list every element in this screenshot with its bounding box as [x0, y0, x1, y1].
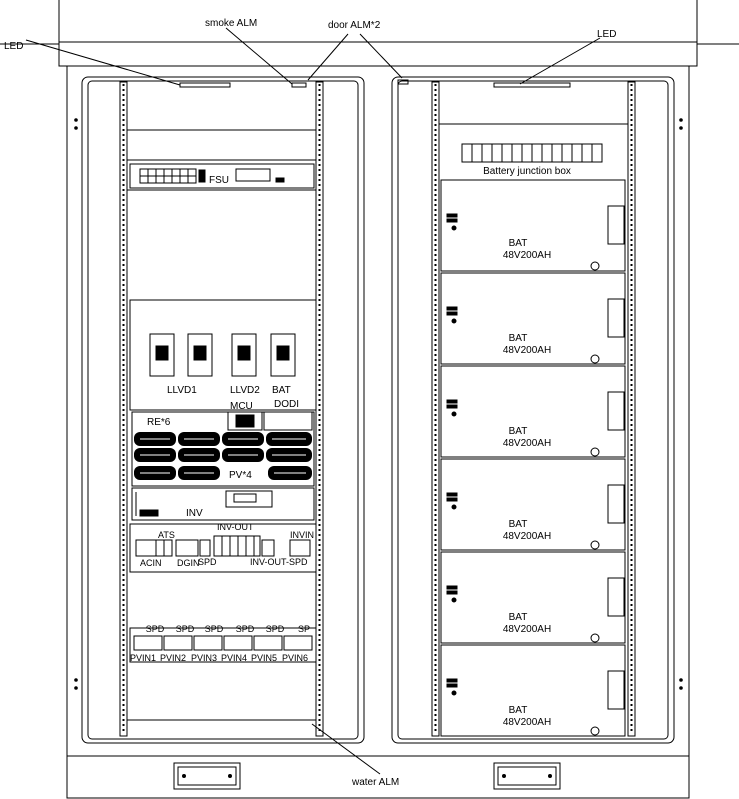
spd-label: SP: [297, 624, 311, 634]
battery-modules: [440, 179, 626, 737]
spd-label: SPD: [265, 624, 285, 634]
cabinet-top-cap: [0, 0, 739, 67]
bat-breaker-label: BAT: [272, 385, 291, 396]
ac-distribution: [129, 523, 317, 573]
right-rack-rails: [431, 81, 636, 737]
llvd1-label: LLVD1: [167, 385, 197, 396]
pvin-label: PVIN6: [281, 653, 309, 663]
battery-spec: 48V200AH: [502, 717, 552, 728]
breaker-panel: [129, 299, 317, 411]
invin-label: INVIN: [290, 530, 315, 540]
battery-spec: 48V200AH: [502, 250, 552, 261]
led-right-label: LED: [597, 29, 617, 40]
pvin-label: PVIN2: [159, 653, 187, 663]
battery-name: BAT: [508, 426, 528, 437]
pvin-label: PVIN4: [220, 653, 248, 663]
cabinet-enclosure: [66, 65, 690, 799]
led-lamps: [179, 79, 571, 88]
llvd2-label: LLVD2: [230, 385, 260, 396]
junction-box-breakers: [461, 143, 603, 163]
pvin-label: PVIN1: [129, 653, 157, 663]
acin-label: ACIN: [140, 558, 162, 568]
left-rack-rails: [119, 81, 324, 737]
pv-input-breakers: [129, 627, 317, 663]
pvin-label: PVIN3: [190, 653, 218, 663]
battery-spec: 48V200AH: [502, 531, 552, 542]
fsu-unit: [129, 163, 315, 189]
spd-label: SPD: [145, 624, 165, 634]
rectifier-label: RE*6: [147, 417, 171, 428]
ac-spd-label: SPD: [198, 557, 217, 567]
junction-box-label: Battery junction box: [483, 166, 571, 177]
led-left-label: LED: [4, 41, 24, 52]
battery-terminals: [446, 213, 458, 696]
inverter-label: INV: [186, 508, 203, 519]
inv-out-label: INV-OUT: [217, 522, 254, 532]
ats-label: ATS: [158, 530, 175, 540]
battery-spec: 48V200AH: [502, 438, 552, 449]
mcu-label: MCU: [230, 401, 253, 412]
pv-module-label: PV*4: [229, 470, 252, 481]
rectifier-block: [131, 411, 315, 487]
dodi-label: DODI: [274, 399, 299, 410]
inv-out-spd-label: INV-OUT-SPD: [250, 557, 308, 567]
battery-spec: 48V200AH: [502, 624, 552, 635]
battery-name: BAT: [508, 519, 528, 530]
battery-spec: 48V200AH: [502, 345, 552, 356]
rectifier-module-grilles: [140, 438, 306, 474]
battery-name: BAT: [508, 612, 528, 623]
door-alarm-label: door ALM*2: [328, 20, 381, 31]
fsu-label: FSU: [209, 175, 229, 186]
spd-label: SPD: [204, 624, 224, 634]
left-door-frame: [74, 76, 365, 744]
battery-name: BAT: [508, 238, 528, 249]
spd-label: SPD: [235, 624, 255, 634]
smoke-alarm-label: smoke ALM: [205, 18, 258, 29]
battery-name: BAT: [508, 333, 528, 344]
water-alarm-label: water ALM: [352, 777, 400, 788]
dgin-label: DGIN: [177, 558, 200, 568]
inverter-unit: [131, 487, 315, 521]
pvin-label: PVIN5: [250, 653, 278, 663]
battery-name: BAT: [508, 705, 528, 716]
spd-label: SPD: [175, 624, 195, 634]
callout-leaders: [25, 27, 601, 775]
